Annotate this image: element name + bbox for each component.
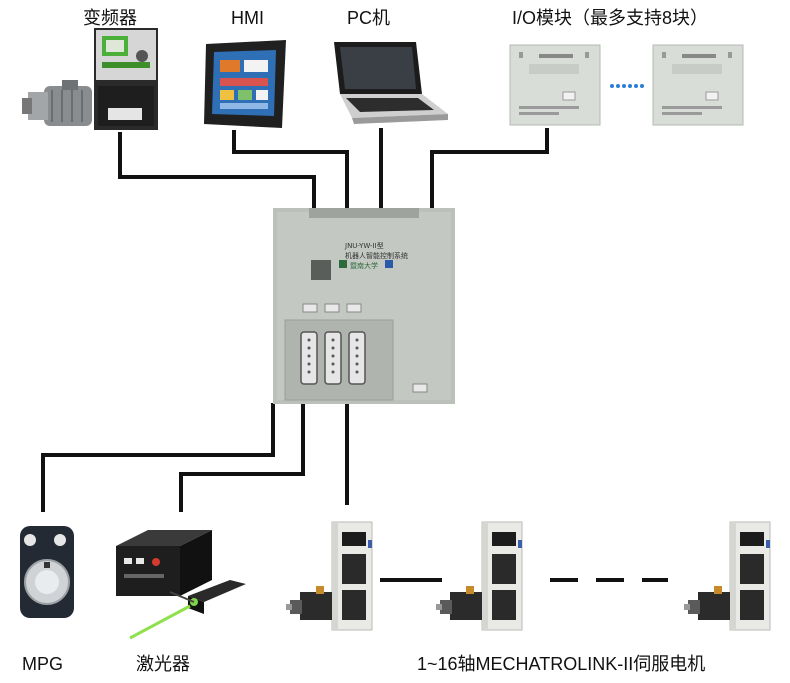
wire-mpg [41,403,275,512]
label-hmi: HMI [231,8,264,28]
io-module-2 [652,44,744,126]
servo-unit-3 [684,521,771,631]
controller-device: JNU-YW-II型 机器人智能控制系统 暨南大学 [273,208,455,404]
wire-io [430,128,549,208]
ac-motor-icon [22,80,92,126]
vfd-device [22,28,158,130]
inverter-icon [94,28,158,130]
servo-unit-1 [286,521,373,631]
servo-motor-icon [684,586,730,620]
wire-hmi [232,130,349,208]
laptop-device [334,42,448,124]
servo-unit-2 [436,521,523,631]
mpg-device [20,526,74,618]
label-servo: 1~16轴MECHATROLINK-II伺服电机 [417,654,706,674]
label-vfd: 变频器 [83,8,137,28]
label-pc: PC机 [347,8,391,28]
laser-device [116,530,246,640]
wire-vfd [118,132,316,208]
controller-model-text: JNU-YW-II型 [345,242,384,250]
io-ellipsis [609,74,645,90]
label-io: I/O模块（最多支持8块） [512,8,709,28]
label-laser: 激光器 [136,654,190,674]
controller-brand-text: 暨南大学 [350,262,378,270]
ellipsis-icon [610,84,644,88]
servo-motor-icon [286,586,332,620]
hmi-device [204,40,286,128]
label-mpg: MPG [22,654,64,674]
io-module-1 [509,44,601,126]
controller-name-text: 机器人智能控制系统 [345,252,408,260]
wire-laser [179,403,305,512]
servo-motor-icon [436,586,482,620]
controller-body [273,208,455,404]
